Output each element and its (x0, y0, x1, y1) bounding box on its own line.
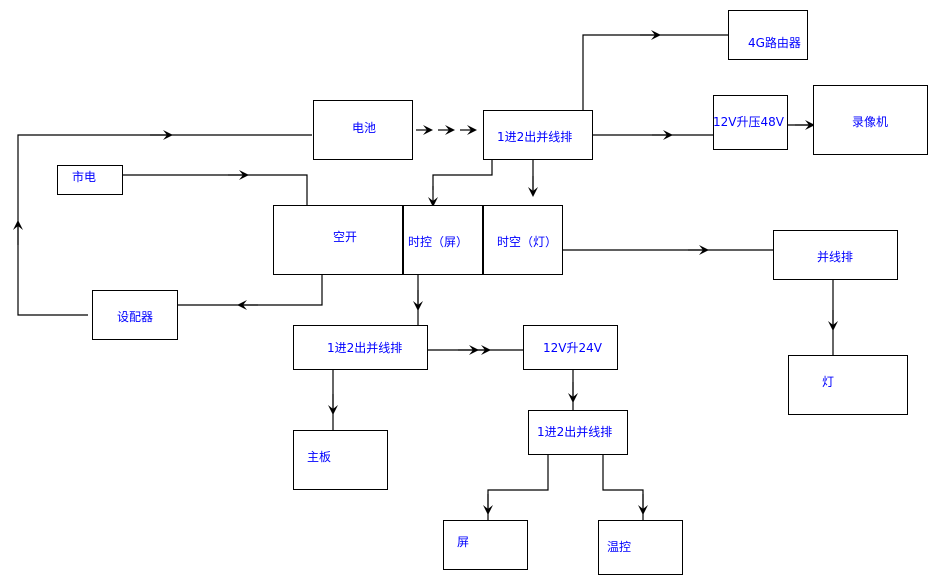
node-breaker (273, 205, 403, 275)
node-mainboard (293, 430, 388, 490)
node-mains (57, 165, 123, 195)
node-splitter-top-label: 1进2出并线排 (497, 130, 573, 144)
connector-mains-breaker (122, 174, 308, 205)
node-splitter-bottom-label: 1进2出并线排 (537, 425, 613, 439)
node-screen (443, 520, 528, 570)
connector-splitter-router (582, 34, 728, 110)
connector-splitter-temp (602, 455, 644, 520)
node-light-label: 灯 (822, 375, 835, 389)
node-splitter-mid-label: 1进2出并线排 (327, 341, 403, 355)
connector-splitter-timer-screen (432, 160, 493, 190)
connector-adapter-loop (17, 134, 312, 316)
node-mainboard-label: 主板 (307, 450, 332, 464)
connector-splitter-screen (487, 455, 549, 520)
node-boost-48v (713, 95, 788, 150)
node-temp-ctrl-label: 温控 (607, 540, 632, 554)
node-recorder (813, 85, 928, 155)
node-adapter-label: 设配器 (117, 310, 154, 324)
node-splitter-mid (293, 325, 428, 370)
node-strip-right (773, 230, 898, 280)
node-timer-screen-label: 时控（屏） (408, 235, 469, 249)
node-strip-right-label: 并线排 (817, 250, 854, 264)
connector-breaker-adapter (178, 275, 323, 306)
node-boost-24v (523, 325, 618, 370)
node-splitter-top (483, 110, 593, 160)
node-timer-light (483, 205, 563, 275)
node-light (788, 355, 908, 415)
node-battery-label: 电池 (352, 121, 377, 135)
node-adapter (92, 290, 178, 340)
node-recorder-label: 录像机 (852, 115, 889, 129)
node-mains-label: 市电 (72, 170, 97, 184)
node-battery (313, 100, 413, 160)
node-router4g (728, 10, 808, 60)
node-breaker-label: 空开 (333, 230, 358, 244)
node-timer-light-label: 时空（灯） (497, 235, 558, 249)
node-timer-screen (403, 205, 483, 275)
node-splitter-bottom (528, 410, 628, 455)
node-boost-24v-label: 12V升24V (543, 341, 602, 355)
node-temp-ctrl (598, 520, 683, 575)
node-router4g-label: 4G路由器 (748, 36, 801, 50)
node-boost-48v-label: 12V升压48V (713, 115, 784, 129)
node-screen-label: 屏 (457, 535, 470, 549)
